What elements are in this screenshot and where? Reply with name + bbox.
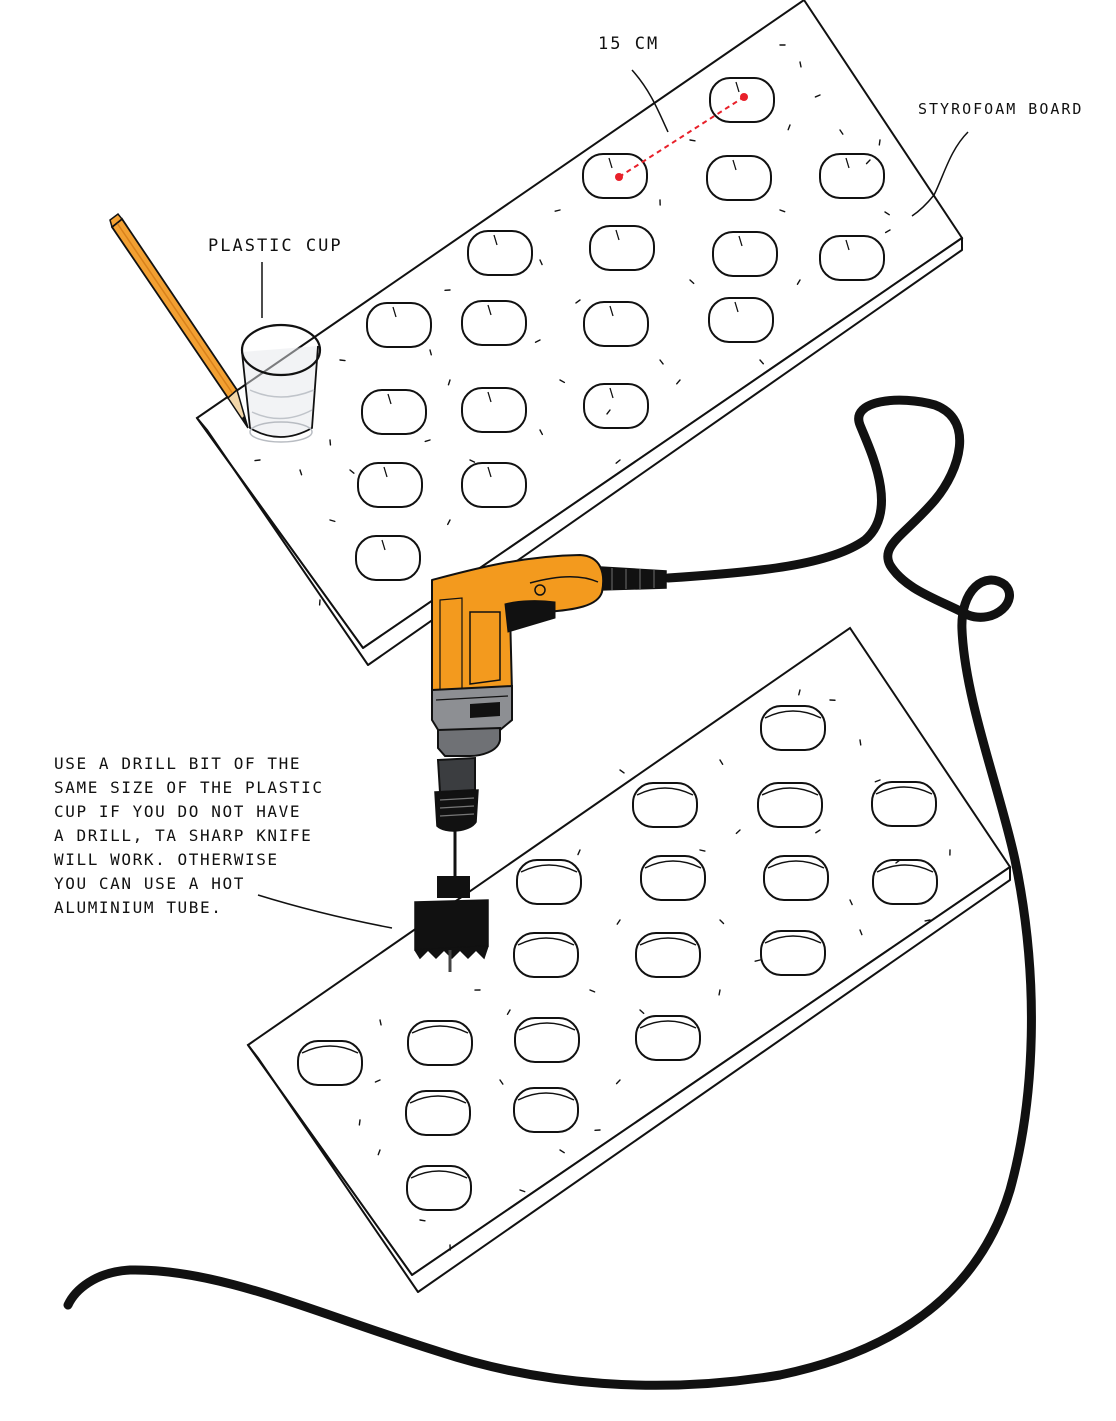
drilled-hole [462, 388, 526, 432]
texture-mark [620, 770, 624, 773]
note-line: USE A DRILL BIT OF THE [54, 752, 324, 776]
texture-mark [879, 140, 880, 145]
drilled-hole [641, 856, 705, 900]
drilled-hole [298, 1041, 362, 1085]
texture-mark [359, 1120, 360, 1125]
note-line: CUP IF YOU DO NOT HAVE [54, 800, 324, 824]
drilled-hole [872, 782, 936, 826]
drilled-hole [584, 384, 648, 428]
drilled-hole [761, 706, 825, 750]
hole-saw-bit [437, 876, 470, 898]
measure-point-a [615, 173, 623, 181]
drilled-hole [633, 783, 697, 827]
drilled-hole [408, 1021, 472, 1065]
drilled-hole [462, 301, 526, 345]
note-line: A DRILL, TA SHARP KNIFE [54, 824, 324, 848]
texture-mark [800, 62, 801, 67]
note-line: ALUMINIUM TUBE. [54, 896, 324, 920]
note-line: YOU CAN USE A HOT [54, 872, 324, 896]
drilled-hole [758, 783, 822, 827]
drilled-hole [713, 232, 777, 276]
drilled-hole [590, 226, 654, 270]
styrofoam-board-label: STYROFOAM BOARD [918, 100, 1083, 118]
drill-instruction-note: USE A DRILL BIT OF THE SAME SIZE OF THE … [54, 752, 324, 920]
drilled-hole [820, 154, 884, 198]
drilled-hole [515, 1018, 579, 1062]
styrofoam-board-bottom [248, 628, 1010, 1292]
note-line: WILL WORK. OTHERWISE [54, 848, 324, 872]
texture-mark [860, 740, 861, 745]
drilled-hole [584, 302, 648, 346]
distance-label: 15 CM [598, 34, 659, 54]
drilled-hole [764, 856, 828, 900]
drilled-hole [358, 463, 422, 507]
measure-point-b [740, 93, 748, 101]
drilled-hole [636, 1016, 700, 1060]
texture-mark [340, 360, 345, 361]
drilled-hole [873, 860, 937, 904]
drilled-hole [636, 933, 700, 977]
note-line: SAME SIZE OF THE PLASTIC [54, 776, 324, 800]
drilled-hole [407, 1166, 471, 1210]
drilled-hole [514, 1088, 578, 1132]
drilled-hole [367, 303, 431, 347]
drill-chuck [438, 758, 475, 792]
drilled-hole [820, 236, 884, 280]
drilled-hole [462, 463, 526, 507]
drilled-hole [517, 860, 581, 904]
drilled-hole [468, 231, 532, 275]
drilled-hole [406, 1091, 470, 1135]
texture-mark [719, 990, 720, 995]
drilled-hole [761, 931, 825, 975]
texture-mark [690, 140, 695, 141]
drilled-hole [514, 933, 578, 977]
texture-mark [255, 460, 260, 461]
drilled-hole [583, 154, 647, 198]
plastic-cup-label: PLASTIC CUP [208, 236, 343, 256]
drilled-hole [362, 390, 426, 434]
drilled-hole [707, 156, 771, 200]
texture-mark [925, 920, 930, 921]
texture-mark [420, 1220, 425, 1221]
drilled-hole [709, 298, 773, 342]
drilled-hole [356, 536, 420, 580]
